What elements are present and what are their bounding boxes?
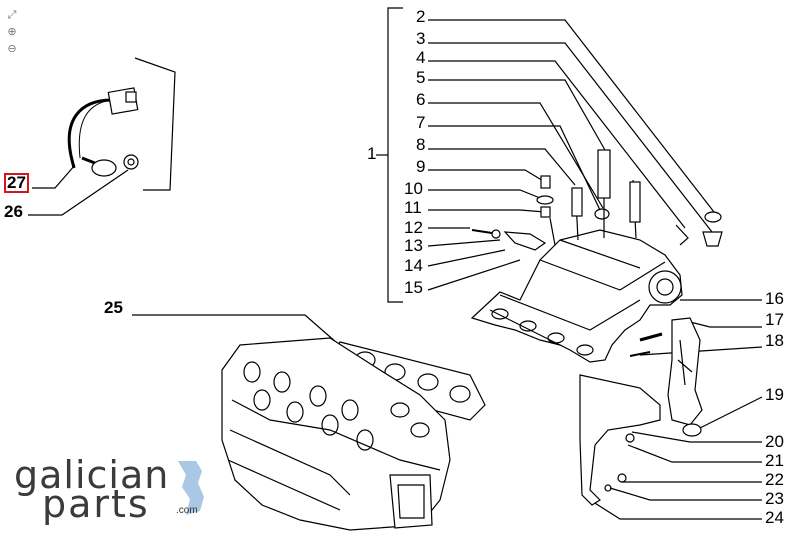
callout-11[interactable]: 11	[404, 198, 422, 217]
callout-13[interactable]: 13	[404, 236, 423, 255]
galicianparts-logo: galician parts .com	[14, 455, 214, 525]
callout-17[interactable]: 17	[765, 310, 784, 329]
callout-5[interactable]: 5	[416, 68, 426, 87]
callout-22[interactable]: 22	[765, 470, 784, 489]
callout-4[interactable]: 4	[416, 48, 426, 67]
callout-3[interactable]: 3	[416, 29, 426, 48]
fit-screen-icon[interactable]: ⤢	[7, 9, 17, 21]
callout-10[interactable]: 10	[404, 179, 423, 198]
callout-8[interactable]: 8	[416, 135, 426, 154]
logo-line2: parts	[42, 482, 150, 526]
callout-16[interactable]: 16	[765, 289, 784, 308]
callout-21[interactable]: 21	[765, 451, 784, 470]
zoom-in-icon[interactable]: ⊕	[7, 26, 17, 38]
callout-20[interactable]: 20	[765, 432, 784, 451]
callout-15[interactable]: 15	[404, 278, 423, 297]
cam-lobes	[243, 361, 430, 451]
callout-6[interactable]: 6	[416, 90, 426, 109]
group-bracket	[387, 7, 403, 303]
callout-7[interactable]: 7	[416, 113, 426, 132]
callout-24[interactable]: 24	[765, 508, 784, 527]
callout-19[interactable]: 19	[765, 385, 784, 404]
callout-2[interactable]: 2	[416, 7, 426, 26]
callout-18[interactable]: 18	[765, 331, 784, 350]
callout-14[interactable]: 14	[404, 256, 423, 275]
callout-26[interactable]: 26	[4, 202, 23, 221]
callout-23[interactable]: 23	[765, 489, 784, 508]
callout-12[interactable]: 12	[404, 218, 423, 237]
callout-9[interactable]: 9	[416, 157, 426, 176]
zoom-out-icon[interactable]: ⊖	[7, 43, 17, 55]
callout-27-selected[interactable]: 27	[4, 173, 29, 193]
logo-accent-shape	[178, 461, 204, 515]
callout-25[interactable]: 25	[104, 298, 123, 317]
zoom-controls: ⤢ ⊕ ⊖	[5, 8, 21, 59]
logo-line1: galician	[14, 453, 170, 497]
callout-1[interactable]: 1	[367, 144, 377, 163]
logo-suffix: .com	[176, 505, 198, 516]
